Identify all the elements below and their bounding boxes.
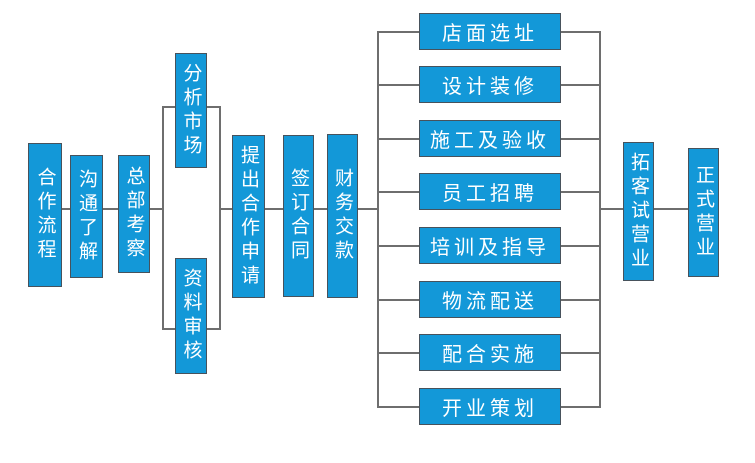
node-official-operation: 正式营业 [688,148,719,277]
connector-line [599,208,624,210]
node-cooperation-application: 提出合作申请 [232,135,265,298]
node-communication: 沟通了解 [70,155,103,278]
branch-bracket-left-line [162,106,164,330]
node-store-site-selection: 店面选址 [419,13,561,50]
connector-line [358,208,379,210]
connector-line [265,208,284,210]
connector-line [62,208,71,210]
node-logistics-distribution: 物流配送 [419,281,561,318]
node-financial-payment: 财务交款 [327,134,358,298]
task-bracket-right-line [599,31,601,408]
connector-line [314,208,328,210]
node-design-decoration: 设计装修 [419,66,561,103]
connector-line [654,208,689,210]
node-staff-recruitment: 员工招聘 [419,173,561,210]
task-bracket-left-line [377,31,379,408]
node-coordinated-implementation: 配合实施 [419,334,561,371]
connector-line [150,208,164,210]
node-hq-inspection: 总部考察 [118,155,150,273]
node-training-guidance: 培训及指导 [419,227,561,264]
node-opening-planning: 开业策划 [419,388,561,425]
connector-line [219,208,233,210]
node-market-analysis: 分析市场 [175,53,207,168]
connector-line [103,208,119,210]
node-cooperation-process: 合作流程 [28,143,62,287]
node-trial-operation: 拓客试营业 [623,142,654,281]
branch-bracket-right-line [219,106,221,330]
node-document-review: 资料审核 [175,258,207,374]
node-sign-contract: 签订合同 [283,135,314,297]
node-construction-acceptance: 施工及验收 [419,120,561,157]
